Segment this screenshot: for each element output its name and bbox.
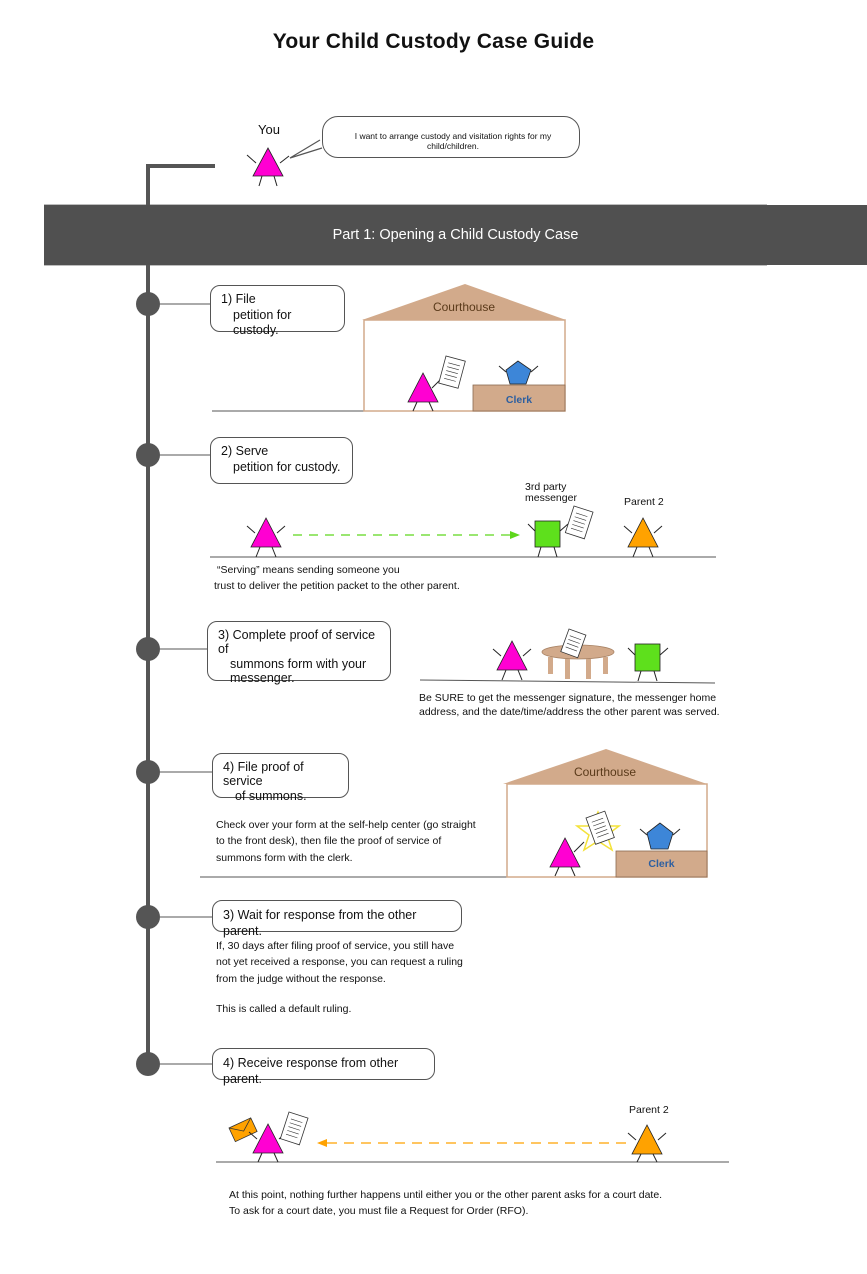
step-3-box: 3) Complete proof of service of summons … <box>207 621 391 685</box>
messenger-figure-3 <box>634 643 661 672</box>
step1-scene <box>212 284 566 412</box>
document-icon-2 <box>564 505 594 540</box>
you-figure-2 <box>250 517 282 548</box>
document-icon-1 <box>438 355 466 389</box>
step-3-title-line2: summons form with your <box>230 656 367 671</box>
envelope-icon <box>228 1117 258 1143</box>
step-5-note: If, 30 days after filing proof of servic… <box>216 938 463 1017</box>
step-3-note: Be SURE to get the messenger signature, … <box>419 692 720 719</box>
you-figure-6 <box>252 1123 284 1154</box>
messenger-label-line2: messenger <box>525 492 577 505</box>
step-6-note-line1: At this point, nothing further happens u… <box>229 1189 663 1201</box>
step-6-box: 4) Receive response from other parent. <box>212 1048 435 1086</box>
step-3-title: Complete proof of service of <box>218 628 376 657</box>
step-5-title: Wait for response from the other parent. <box>223 908 417 938</box>
timeline <box>146 164 215 1065</box>
step-5-note-line4: This is called a default ruling. <box>216 1002 352 1015</box>
courthouse-walls-2 <box>506 783 708 878</box>
step-1-title: File <box>235 292 256 306</box>
step2-scene <box>210 505 716 558</box>
part-banner: Part 1: Opening a Child Custody Case <box>44 205 867 265</box>
clerk-desk-2 <box>615 850 708 878</box>
step-5-note-line1: If, 30 days after filing proof of servic… <box>216 940 455 952</box>
banner-bottom-line <box>44 265 767 266</box>
courthouse-label-2: Courthouse <box>573 765 637 779</box>
step-5-num: 3) <box>223 908 235 922</box>
step-4-box: 4) File proof of service of summons. <box>212 753 349 803</box>
step-2-title-line2: petition for custody. <box>233 459 341 474</box>
timeline-node-3 <box>136 637 160 661</box>
messenger-figure-2 <box>534 520 561 548</box>
step-3-note-line2: address, and the date/time/address the o… <box>419 705 720 718</box>
speech-bubble <box>322 116 580 158</box>
step4-scene <box>200 749 708 878</box>
step-6-note-line2: To ask for a court date, you must file a… <box>229 1205 529 1218</box>
timeline-node-4 <box>136 760 160 784</box>
timeline-node-1 <box>136 292 160 316</box>
document-icon-3 <box>560 628 587 659</box>
you-figure-intro <box>246 147 290 187</box>
step-4-title-line2: of summons. <box>235 788 307 803</box>
page-title: Your Child Custody Case Guide <box>272 30 595 53</box>
you-figure-1 <box>407 372 439 403</box>
step-6-title: Receive response from other parent. <box>223 1056 399 1086</box>
clerk-label-1: Clerk <box>505 394 533 406</box>
you-figure-4 <box>549 837 581 868</box>
messenger-label: 3rd party messenger <box>525 481 577 505</box>
courthouse-walls-1 <box>363 319 566 412</box>
step-4-num: 4) <box>223 760 235 774</box>
parent2-label-2: Parent 2 <box>624 496 664 508</box>
step-3-note-line1: Be SURE to get the messenger signature, … <box>419 692 717 704</box>
step-2-box: 2) Serve petition for custody. <box>210 437 353 484</box>
timeline-node-2 <box>136 443 160 467</box>
timeline-node-5 <box>136 905 160 929</box>
you-figure-3 <box>496 640 528 671</box>
timeline-nodes <box>136 292 160 1076</box>
step-1-num: 1) <box>221 292 233 306</box>
timeline-top <box>146 164 215 205</box>
clerk-figure-1 <box>505 360 532 385</box>
step-5-note-line2: not yet received a response, you can req… <box>216 956 463 969</box>
step-6-num: 4) <box>223 1056 235 1070</box>
document-icon-6 <box>279 1111 309 1146</box>
parent2-figure-2 <box>627 517 659 548</box>
clerk-figure-2 <box>646 822 674 850</box>
step-1-box: 1) File petition for custody. <box>210 285 345 337</box>
connectors <box>160 303 212 1065</box>
banner-top-line <box>44 204 767 205</box>
parent2-label-6: Parent 2 <box>629 1104 669 1116</box>
document-icon-4 <box>585 810 615 845</box>
step-4-note: Check over your form at the self-help ce… <box>216 817 476 866</box>
you-label: You <box>258 122 280 137</box>
step-2-note-line2: trust to deliver the petition packet to … <box>214 580 460 593</box>
parent2-figure-6 <box>631 1124 663 1155</box>
timeline-node-6 <box>136 1052 160 1076</box>
step-1-title-line2: petition for custody. <box>233 307 292 338</box>
courthouse-label-1: Courthouse <box>432 300 496 314</box>
speech-text: I want to arrange custody and visitation… <box>354 131 552 151</box>
step-2-note: “Serving” means sending someone you trus… <box>214 562 460 595</box>
step-2-note-line1: “Serving” means sending someone you <box>217 564 400 576</box>
step-4-note-line1: Check over your form at the self-help ce… <box>216 819 476 831</box>
clerk-desk-1 <box>472 384 566 412</box>
step-2-num: 2) <box>221 444 233 458</box>
messenger-label-line1: 3rd party <box>525 481 567 493</box>
step3-scene <box>419 628 716 684</box>
courthouse-roof-1 <box>362 284 566 320</box>
step6-scene <box>216 1111 729 1163</box>
courthouse-roof-2 <box>503 749 707 784</box>
step-4-note-line3: summons form with the clerk. <box>216 851 353 864</box>
step-3-title-line3: messenger. <box>230 671 295 686</box>
step-6-note: At this point, nothing further happens u… <box>229 1187 662 1220</box>
clerk-label-2: Clerk <box>648 858 675 870</box>
step-3-num: 3) <box>218 628 230 642</box>
response-arrow-head <box>317 1139 327 1147</box>
step-5-box: 3) Wait for response from the other pare… <box>212 900 462 938</box>
step-4-title: File proof of service <box>223 760 304 789</box>
speech-tail <box>289 139 323 159</box>
step-4-note-line2: to the front desk), then file the proof … <box>216 835 442 848</box>
step-2-title: Serve <box>235 444 269 458</box>
step-5-note-line3: from the judge without the response. <box>216 972 386 985</box>
